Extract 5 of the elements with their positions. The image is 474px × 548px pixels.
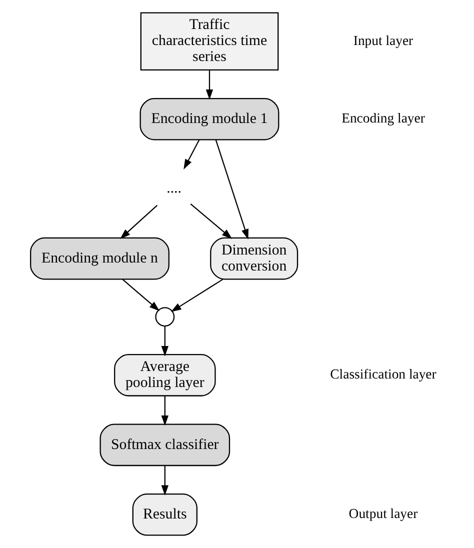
label: Encoding layer [341, 110, 424, 126]
label: Classification layer [330, 366, 436, 382]
node-text: .... [166, 180, 181, 197]
label: Output layer [348, 506, 418, 522]
label: Input layer [352, 32, 413, 48]
